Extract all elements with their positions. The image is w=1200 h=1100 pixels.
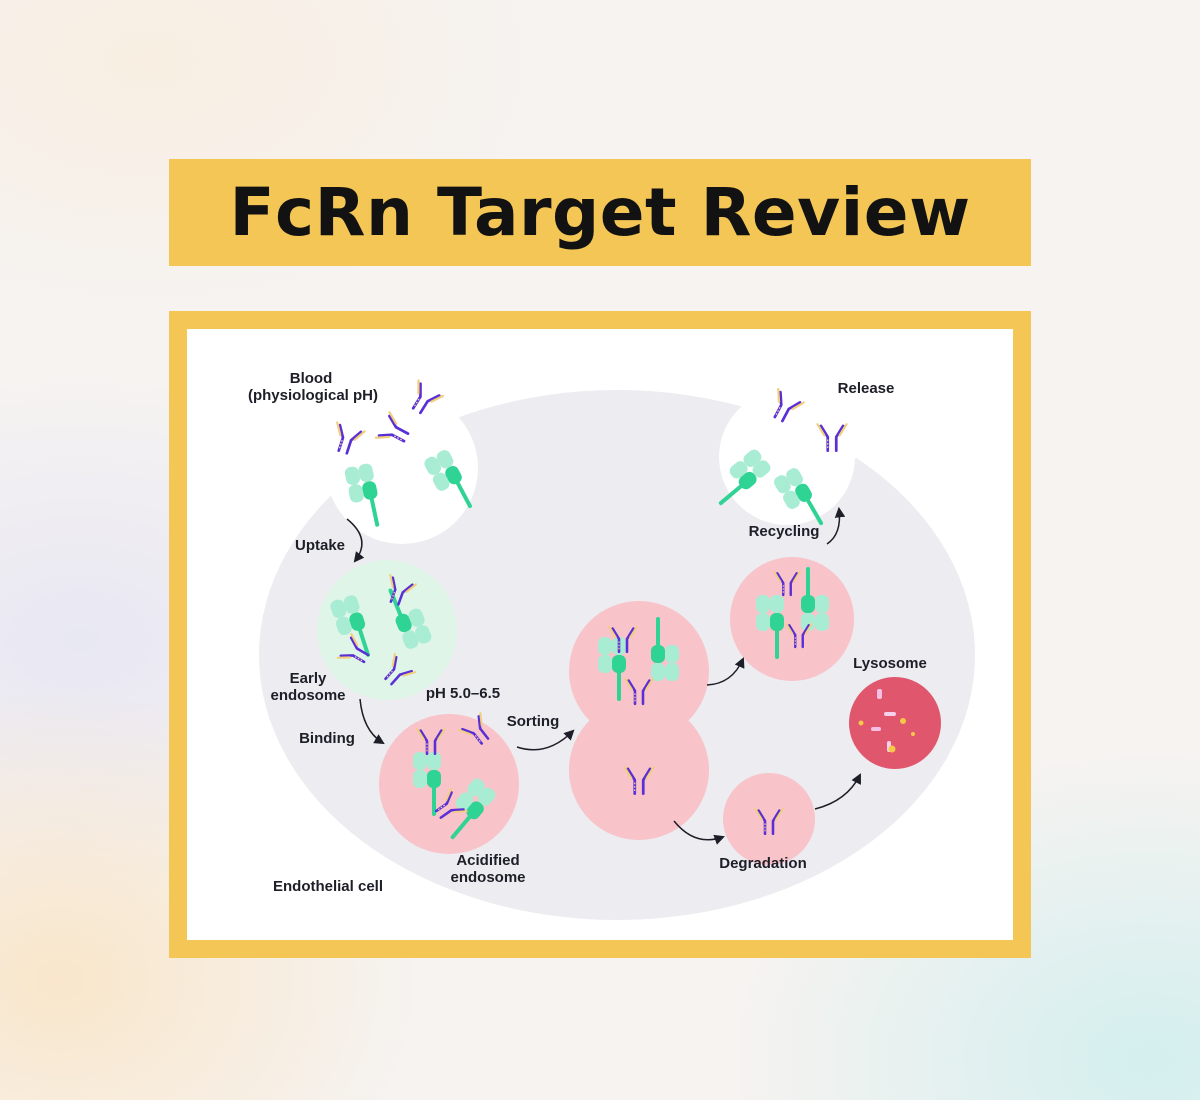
label-blood-ph: (physiological pH) bbox=[248, 387, 378, 404]
early-endosome bbox=[317, 560, 457, 700]
label-binding: Binding bbox=[299, 730, 355, 747]
arrow-binding bbox=[359, 698, 385, 745]
label-blood: Blood bbox=[290, 370, 333, 387]
arrow-degradation bbox=[673, 820, 725, 845]
blood-region bbox=[287, 364, 478, 544]
label-acidified: Acidified bbox=[456, 852, 519, 869]
degradation-endosome bbox=[723, 773, 815, 865]
label-recycling: Recycling bbox=[749, 523, 820, 540]
arrow-to-recycling bbox=[706, 657, 745, 686]
arrow-uptake bbox=[346, 518, 365, 563]
label-early: Early bbox=[290, 670, 327, 687]
label-degradation: Degradation bbox=[719, 855, 807, 872]
arrow-sorting bbox=[516, 729, 575, 751]
title-banner: FcRn Target Review bbox=[169, 159, 1031, 266]
figure-frame: Blood (physiological pH) Release Uptake … bbox=[169, 311, 1031, 958]
label-endothelial-cell: Endothelial cell bbox=[273, 878, 383, 895]
label-ph: pH 5.0–6.5 bbox=[426, 685, 500, 702]
label-release: Release bbox=[838, 380, 895, 397]
label-sorting: Sorting bbox=[507, 713, 560, 730]
diagram-panel: Blood (physiological pH) Release Uptake … bbox=[187, 329, 1013, 940]
flow-arrows bbox=[346, 506, 861, 845]
lysosome bbox=[849, 677, 941, 769]
arrow-lysosome bbox=[814, 773, 861, 810]
label-acidified-endosome: endosome bbox=[450, 869, 525, 886]
label-uptake: Uptake bbox=[295, 537, 345, 554]
release-region bbox=[705, 375, 889, 536]
recycling-endosome bbox=[730, 557, 854, 681]
page-title: FcRn Target Review bbox=[229, 174, 971, 251]
label-early-endosome: endosome bbox=[270, 687, 345, 704]
acidified-endosome bbox=[379, 711, 519, 854]
sorting-endosome bbox=[569, 601, 709, 840]
arrow-recycling bbox=[826, 506, 846, 545]
fcrn-recycling-diagram: Blood (physiological pH) Release Uptake … bbox=[248, 364, 975, 920]
label-lysosome: Lysosome bbox=[853, 655, 927, 672]
